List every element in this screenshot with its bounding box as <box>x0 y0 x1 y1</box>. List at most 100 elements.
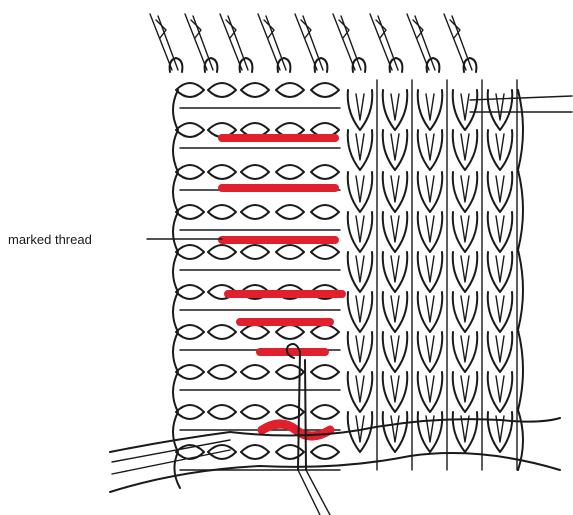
knit-stitch <box>418 130 443 170</box>
stitch-loop <box>311 165 339 179</box>
bottom-yarn-strand <box>112 440 230 462</box>
knit-stitch <box>348 172 373 212</box>
knit-stitch <box>383 412 408 452</box>
bottom-yarn-lower <box>110 453 560 492</box>
stitch-loop <box>208 405 236 419</box>
knit-stitch-inner <box>356 256 364 282</box>
knit-stitch-inner <box>356 376 364 402</box>
stitch-loop <box>311 365 339 379</box>
stitch-loop <box>311 83 339 97</box>
knit-stitch <box>383 130 408 170</box>
tool-shaft-edge <box>305 360 306 470</box>
knit-stitch-inner <box>426 176 434 202</box>
stitch-loop <box>176 205 204 219</box>
knit-stitch-inner <box>496 134 504 160</box>
knit-stitch <box>383 172 408 212</box>
knit-stitch <box>383 90 408 130</box>
needle <box>185 14 217 72</box>
knit-stitch <box>453 372 478 412</box>
tool-handle <box>298 470 330 515</box>
knit-stitch <box>348 332 373 372</box>
knit-stitch-inner <box>496 94 504 120</box>
knit-stitch-inner <box>461 134 469 160</box>
stitch-loop <box>311 245 339 259</box>
stitch-loop <box>241 445 269 459</box>
knit-stitch <box>488 332 513 372</box>
knit-stitch <box>453 292 478 332</box>
stitch-loop <box>208 83 236 97</box>
knit-stitch-inner <box>391 256 399 282</box>
stitch-loop <box>311 405 339 419</box>
latch-needles <box>150 14 476 72</box>
knit-stitch <box>348 252 373 292</box>
knit-stitch-inner <box>461 256 469 282</box>
knit-stitch <box>383 372 408 412</box>
stitch-loop <box>276 245 304 259</box>
stitch-loop <box>176 123 204 137</box>
stitch-loop <box>311 205 339 219</box>
knit-stitch <box>488 412 513 452</box>
stitch-loop <box>208 325 236 339</box>
needle <box>333 14 365 72</box>
knit-stitch <box>418 332 443 372</box>
knit-stitch <box>453 90 478 130</box>
knit-stitch <box>383 332 408 372</box>
knit-stitch-inner <box>356 134 364 160</box>
needle <box>407 14 439 72</box>
stitch-loop <box>276 83 304 97</box>
knit-stitch <box>453 130 478 170</box>
stitch-loop <box>311 325 339 339</box>
knit-stitch-inner <box>426 216 434 242</box>
knit-stitch <box>383 292 408 332</box>
stitch-loop <box>208 205 236 219</box>
knit-stitch <box>383 212 408 252</box>
knit-stitch <box>418 372 443 412</box>
needle <box>444 14 476 72</box>
needle <box>258 14 290 72</box>
stitch-loop <box>176 325 204 339</box>
stitch-loop <box>241 325 269 339</box>
stitch-loop <box>208 245 236 259</box>
needle <box>220 14 252 72</box>
knit-stitch <box>348 90 373 130</box>
knit-stitch-inner <box>426 336 434 362</box>
knit-stitch <box>488 212 513 252</box>
needle <box>370 14 402 72</box>
stitch-loop <box>241 365 269 379</box>
stitch-loop <box>241 245 269 259</box>
knit-stitch <box>418 212 443 252</box>
knit-stitch-inner <box>461 376 469 402</box>
knit-stitch-inner <box>356 216 364 242</box>
stitch-loop <box>311 445 339 459</box>
knit-stitch-inner <box>426 256 434 282</box>
fabric-right-edge <box>518 90 523 470</box>
knit-stitch <box>488 292 513 332</box>
stitch-loop <box>176 365 204 379</box>
stitch-loop <box>208 365 236 379</box>
bottom-yarn-upper <box>110 418 560 452</box>
knit-stitch-inner <box>356 296 364 322</box>
knit-stitch-inner <box>496 176 504 202</box>
knit-stitch-inner <box>496 336 504 362</box>
knit-stitch <box>488 372 513 412</box>
stitch-loop <box>176 245 204 259</box>
knit-stitch <box>453 332 478 372</box>
knit-stitch-inner <box>426 376 434 402</box>
knit-stitch <box>348 130 373 170</box>
knit-stitch <box>453 252 478 292</box>
knit-stitch <box>348 212 373 252</box>
knit-stitch-inner <box>391 336 399 362</box>
stitch-loop <box>241 405 269 419</box>
needle <box>150 14 182 72</box>
knit-stitch <box>348 292 373 332</box>
knit-stitch-inner <box>496 216 504 242</box>
knit-stitch <box>453 412 478 452</box>
knit-stitch-inner <box>356 336 364 362</box>
knit-stitch-inner <box>461 336 469 362</box>
stitch-loop <box>208 165 236 179</box>
knit-stitch <box>488 90 513 130</box>
knit-stitch <box>488 172 513 212</box>
knit-stitch-inner <box>426 94 434 120</box>
knit-stitch-inner <box>391 376 399 402</box>
